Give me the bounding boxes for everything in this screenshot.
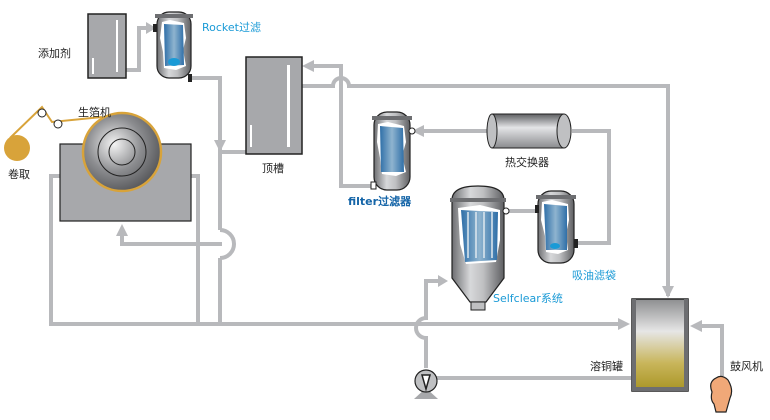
blower-label: 鼓风机	[730, 359, 763, 373]
selfclear-vessel[interactable]	[450, 185, 510, 311]
dissolver-tank[interactable]	[631, 298, 689, 392]
arrow-head	[214, 140, 226, 152]
arrow-head	[146, 22, 156, 34]
dissolver-label: 溶铜罐	[590, 359, 623, 373]
arrow-head	[438, 275, 448, 287]
pipe-rocket-outlet	[190, 76, 222, 150]
heat-exchanger-label: 热交换器	[505, 155, 549, 169]
winder-label: 卷取	[8, 167, 30, 181]
arrow-head	[302, 60, 314, 72]
pipe-pump-to-selfclear	[414, 279, 440, 368]
selfclear-label: Selfclear系统	[493, 292, 563, 305]
pipe-additive-to-rocket	[126, 26, 148, 72]
arrow-head	[690, 320, 702, 332]
oil-bag-filter[interactable]	[535, 190, 578, 264]
arrow-head	[412, 125, 424, 137]
pipe-jump-arc	[219, 228, 236, 260]
rocket-filter[interactable]	[153, 11, 193, 82]
blower[interactable]	[710, 375, 733, 413]
pipe-headtank-to-machine	[218, 150, 246, 324]
pipe-blower-to-dissolver	[700, 324, 724, 376]
foil-machine-label: 生箔机	[78, 105, 111, 119]
pump[interactable]	[414, 369, 438, 399]
pipe-filter-to-headtank	[312, 64, 372, 188]
additive-label: 添加剂	[38, 46, 71, 60]
head-tank[interactable]	[245, 56, 303, 155]
foil-machine[interactable]	[59, 111, 192, 222]
arrow-head	[662, 286, 674, 298]
arrow-head	[618, 318, 630, 330]
pipe-machine-bottom-feed	[120, 232, 222, 246]
additive-tank[interactable]	[87, 13, 127, 79]
pipe-machine-right-return	[190, 174, 200, 324]
arrow-head	[116, 224, 128, 236]
winder[interactable]	[4, 105, 103, 161]
rocket-filter-label: Rocket过滤	[202, 21, 261, 34]
pipe-machine-left-return	[49, 174, 620, 326]
filter-vessel[interactable]	[370, 111, 416, 191]
filter-label: filter过滤器	[348, 194, 412, 208]
pipes	[49, 22, 724, 380]
oil-bag-filter-label: 吸油滤袋	[572, 268, 616, 282]
pipe-oilbag-to-hx	[572, 129, 611, 245]
head-tank-label: 顶槽	[262, 162, 284, 175]
heat-exchanger[interactable]	[486, 113, 572, 149]
